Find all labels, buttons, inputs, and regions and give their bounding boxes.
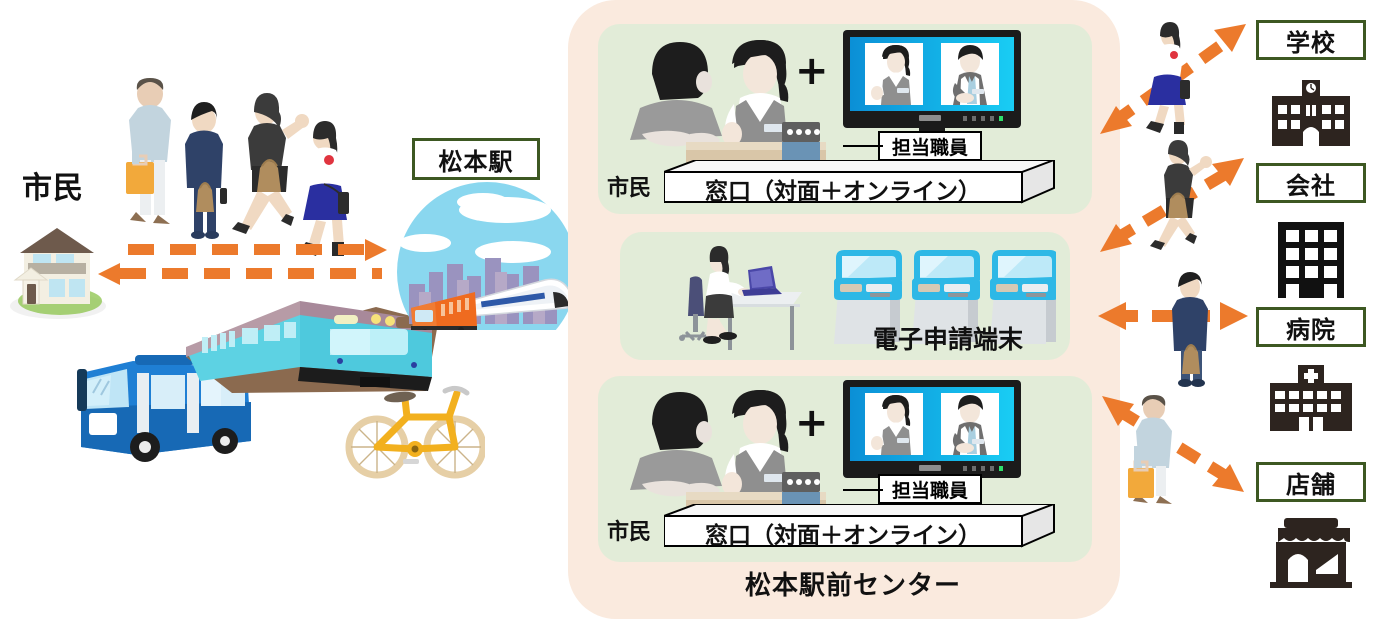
arrow-center-to-company [1100,158,1244,252]
schoolgirl-navy-skirt [300,121,349,256]
counter-scene-top [630,40,789,150]
schoolgirl-right-icon [1146,22,1190,134]
arrow-home-to-station [128,239,390,261]
arrow-center-to-shop [1102,396,1244,492]
shop-building-icon [1270,518,1352,588]
citizen-label-panel-top: 市民 [607,176,652,201]
bicycle-icon [345,385,485,479]
kiosk-terminal-group [834,250,1056,344]
woman-suit-right-icon [1172,272,1208,387]
station-label: 松本駅 [412,138,540,180]
terminal-label: 電子申請端末 [873,325,1024,354]
running-woman-black [232,93,309,234]
man-bag-right-icon [1128,395,1172,504]
staff-connector-top [843,145,883,147]
people-group-left [126,78,349,256]
train-icon [186,301,438,393]
plus-sign-top: + [795,48,829,94]
bus-icon [77,355,251,462]
school-building-icon [1272,80,1350,146]
counter-3d-top [664,160,1055,204]
staff-connector-bottom [843,489,883,491]
citizen-label-panel-bottom: 市民 [607,520,652,545]
video-monitor-bottom [843,380,1021,490]
office-building-icon [1278,222,1344,298]
woman-at-desk-icon [679,246,802,350]
running-woman-right-icon [1150,140,1212,250]
arrow-station-to-home [98,263,398,285]
station-scene-icon [397,182,577,330]
plus-sign-bottom: + [795,400,829,446]
destination-label-company: 会社 [1256,163,1366,203]
staff-label-bottom: 担当職員 [878,474,982,504]
hospital-building-icon [1270,365,1352,431]
woman-navy-suit [185,102,227,239]
video-monitor-top [843,30,1021,140]
house-icon [10,228,106,319]
center-title: 松本駅前センター [745,571,962,601]
destination-label-school: 学校 [1256,20,1366,60]
counter-scene-bottom [630,390,789,500]
counter-label-bottom: 窓口（対面＋オンライン） [705,523,981,549]
citizen-label-left: 市民 [22,171,84,206]
counter-label-top: 窓口（対面＋オンライン） [705,179,981,205]
destination-label-shop: 店舗 [1256,462,1366,502]
counter-3d-bottom [664,504,1055,548]
staff-label-top: 担当職員 [878,131,982,161]
man-with-orange-bag [126,78,171,224]
destination-label-hospital: 病院 [1256,307,1366,347]
